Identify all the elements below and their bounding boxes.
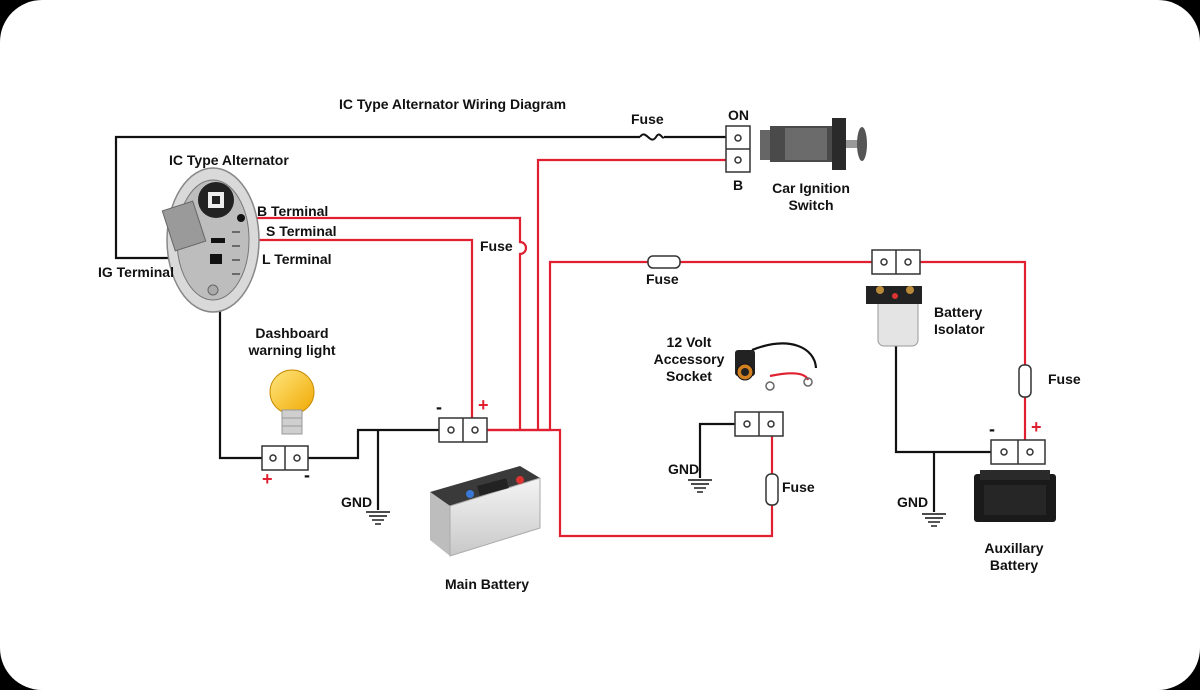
- socket-red-lead: [769, 372, 810, 381]
- aux-feed-wire: [910, 260, 1027, 365]
- battery-isolator-label: Battery Isolator: [934, 304, 985, 338]
- dashboard-light-label-line1: Dashboard: [255, 325, 329, 341]
- accessory-socket-label-line1: 12 Volt: [666, 334, 712, 350]
- positive-wires: [226, 158, 1027, 538]
- alternator-icon: [161, 167, 260, 313]
- ignition-b-label: B: [733, 177, 744, 193]
- aux-battery-plus-sign: +: [1031, 417, 1042, 437]
- b-terminal-label: B Terminal: [257, 203, 329, 219]
- alternator-label: IC Type Alternator: [169, 152, 289, 168]
- fuse-isolator: [647, 255, 681, 269]
- accessory-socket-label-line3: Socket: [666, 368, 712, 384]
- socket-black-lead: [751, 342, 818, 369]
- aux-battery-icon: [974, 470, 1056, 522]
- aux-battery-label-line1: Auxillary: [984, 540, 1044, 556]
- isolator-ground-wire: [894, 345, 1000, 454]
- aux-battery-terminal-block: [990, 439, 1046, 465]
- main-battery-icon: [430, 466, 541, 557]
- aux-battery-label: Auxillary Battery: [984, 540, 1043, 574]
- fuse-ignition: [639, 133, 665, 141]
- lamp-terminal-block: [261, 445, 309, 471]
- lamp-minus-sign: -: [304, 465, 310, 485]
- aux-battery-minus-sign: -: [989, 419, 995, 439]
- fuse-isolator-label: Fuse: [646, 271, 679, 287]
- aux-ground-symbol: [922, 513, 946, 527]
- s-terminal-label: S Terminal: [266, 223, 337, 239]
- ground-symbols: [366, 479, 946, 527]
- dashboard-bulb-icon: [269, 369, 315, 435]
- isolator-feed-wire: [486, 260, 648, 432]
- ig-terminal-label: IG Terminal: [98, 264, 174, 280]
- accessory-socket-label-line2: Accessory: [653, 351, 725, 367]
- ignition-switch-label: Car Ignition Switch: [772, 180, 850, 214]
- accessory-gnd-label: GND: [668, 461, 700, 477]
- isolator-terminal-block: [871, 249, 921, 275]
- battery-isolator-label-line2: Isolator: [934, 321, 985, 337]
- fuse-aux: [1018, 364, 1032, 398]
- ground-wires: [114, 135, 1000, 512]
- main-battery-minus-sign: -: [436, 397, 442, 417]
- ignition-switch-icon: [760, 118, 867, 170]
- accessory-terminal-block: [734, 411, 784, 437]
- s-terminal-wire: [226, 238, 474, 430]
- aux-battery-label-line2: Battery: [989, 557, 1039, 573]
- fuse-accessory-label: Fuse: [782, 479, 815, 495]
- b-terminal-wire: [248, 216, 528, 430]
- ignition-switch-label-line2: Switch: [788, 197, 834, 213]
- ig-terminal-wire: [114, 135, 640, 260]
- fuse-ignition-label: Fuse: [631, 111, 664, 127]
- accessory-socket-label: 12 Volt Accessory Socket: [654, 334, 725, 385]
- fuse-aux-label: Fuse: [1048, 371, 1081, 387]
- main-ground-symbol: [366, 511, 390, 525]
- l-terminal-wire: [218, 262, 262, 460]
- accessory-feed-wire: [486, 428, 774, 538]
- battery-isolator-label-line1: Battery: [934, 304, 983, 320]
- accessory-ground-symbol: [688, 479, 712, 493]
- main-gnd-label: GND: [341, 494, 373, 510]
- dashboard-light-label: Dashboard warning light: [248, 325, 335, 359]
- terminal-blocks: [261, 125, 1046, 471]
- main-battery-plus-sign: +: [478, 395, 489, 415]
- accessory-gnd-wire: [698, 422, 744, 478]
- dashboard-light-label-line2: warning light: [248, 342, 336, 358]
- fuse-b-terminal-label: Fuse: [480, 238, 513, 254]
- fuse-accessory: [765, 473, 779, 506]
- lamp-plus-sign: +: [262, 469, 273, 489]
- main-battery-label: Main Battery: [444, 576, 530, 592]
- aux-gnd-label: GND: [897, 494, 929, 510]
- ignition-b-wire: [536, 158, 734, 430]
- ignition-on-label: ON: [728, 107, 749, 123]
- diagram-title: IC Type Alternator Wiring Diagram: [339, 96, 567, 112]
- main-battery-terminal-block: [438, 417, 488, 443]
- ignition-switch-label-line1: Car Ignition: [772, 180, 850, 196]
- accessory-socket-icon: [735, 350, 813, 391]
- battery-isolator-icon: [866, 286, 922, 347]
- ignition-terminal-block: [725, 125, 751, 173]
- lamp-to-battery-wire: [300, 428, 450, 460]
- l-terminal-label: L Terminal: [262, 251, 332, 267]
